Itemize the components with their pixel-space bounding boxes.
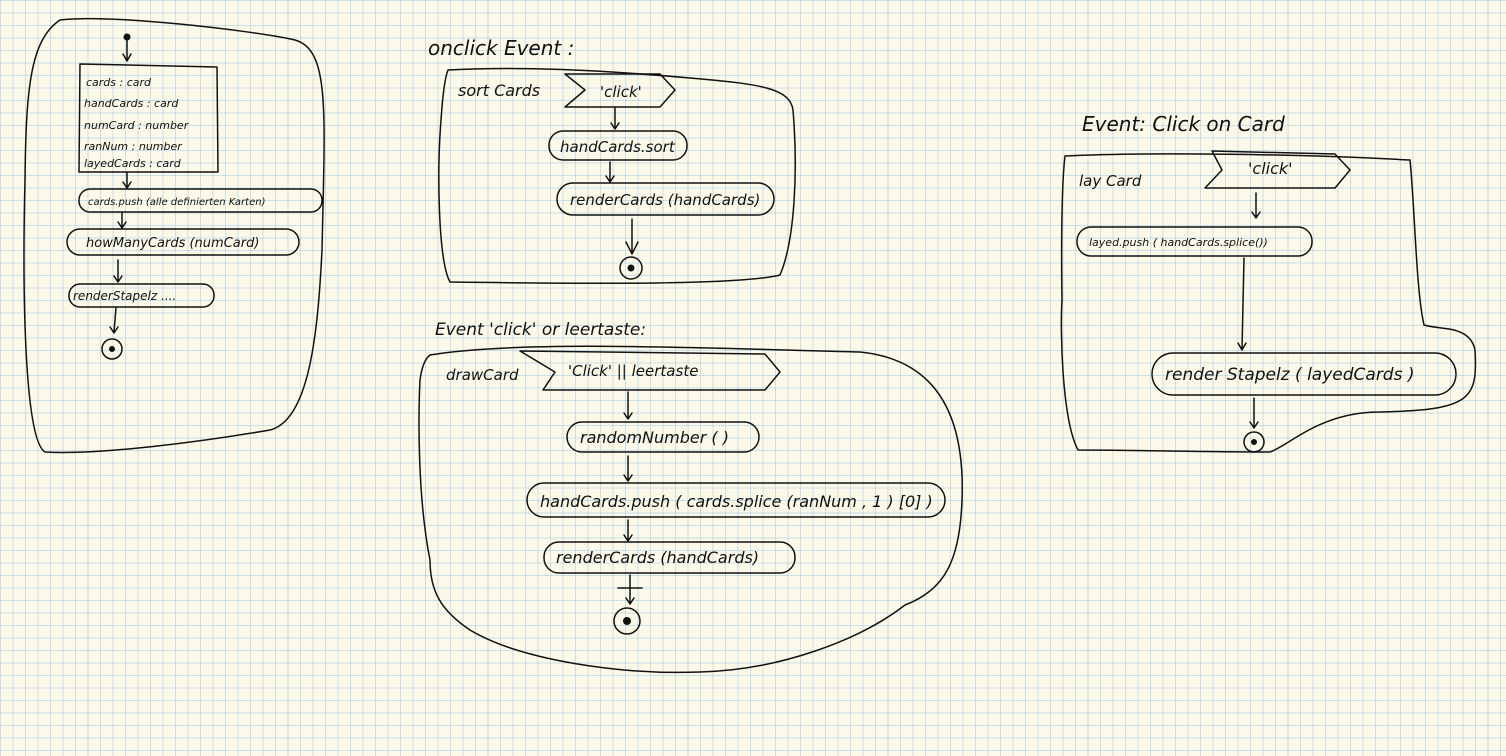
diagram-title: Event: Click on Card	[1082, 112, 1285, 136]
diagram-title: Event 'click' or leertaste:	[435, 320, 646, 340]
arrow	[623, 455, 633, 482]
var-line: handCards : card	[84, 97, 179, 110]
action-label: renderStapelz ....	[73, 289, 176, 303]
start-node	[123, 33, 131, 41]
arrow	[1237, 257, 1247, 351]
action-label: renderCards (handCards)	[556, 548, 759, 567]
diagram-draw: Event 'click' or leertaste: drawCard 'Cl…	[418, 320, 963, 674]
diagram-title: onclick Event :	[428, 36, 574, 60]
end-node-dot	[627, 264, 635, 272]
var-line: numCard : number	[84, 119, 190, 132]
action-node	[1151, 352, 1457, 396]
end-node	[101, 338, 123, 360]
arrow	[113, 259, 123, 283]
action-node	[543, 541, 796, 574]
arrow	[117, 212, 127, 229]
diagram-sort-frame	[438, 67, 796, 285]
action-label: handCards.push ( cards.splice (ranNum , …	[540, 492, 933, 511]
action-label: layed.push ( handCards.splice())	[1089, 236, 1268, 249]
activity-name: drawCard	[446, 366, 519, 384]
var-line: ranNum : number	[84, 140, 183, 153]
action-label: render Stapelz ( layedCards )	[1165, 365, 1415, 385]
activity-name: sort Cards	[458, 81, 540, 100]
end-node-dot	[623, 617, 631, 625]
diagram-lay-frame	[1060, 153, 1477, 453]
diagram-draw-frame	[418, 345, 963, 674]
arrow	[122, 172, 132, 189]
diagram-init-frame	[23, 17, 325, 454]
arrow	[109, 307, 119, 334]
end-node	[613, 607, 641, 635]
end-node-dot	[1251, 439, 1257, 445]
action-node	[1076, 226, 1313, 257]
signal-label: 'click'	[600, 83, 642, 101]
var-line: cards : card	[86, 76, 152, 89]
end-node-dot	[109, 346, 115, 352]
arrow	[605, 161, 615, 183]
action-label: renderCards (handCards)	[570, 191, 760, 209]
action-label: cards.push (alle definierten Karten)	[88, 197, 266, 208]
var-line: layedCards : card	[84, 157, 182, 170]
action-node	[66, 228, 300, 256]
end-node	[1243, 431, 1265, 453]
signal-shape	[519, 350, 781, 391]
action-node	[566, 421, 760, 453]
action-node	[68, 283, 215, 308]
signal-label: 'click'	[1248, 159, 1293, 178]
action-node	[556, 182, 775, 216]
arrow	[1249, 397, 1259, 429]
action-node	[78, 188, 323, 213]
arrow	[623, 391, 633, 420]
arrow	[122, 39, 132, 62]
diagram-sort: onclick Event : sort Cards 'click' handC…	[428, 36, 796, 285]
arrow	[617, 574, 643, 605]
action-label: howManyCards (numCard)	[86, 236, 259, 251]
action-node	[548, 130, 688, 161]
arrow	[610, 107, 620, 130]
action-label: randomNumber ( )	[580, 428, 729, 447]
signal-shape	[564, 73, 676, 108]
arrow	[623, 519, 633, 542]
action-label: handCards.sort	[560, 138, 676, 156]
signal-shape	[1204, 150, 1351, 189]
action-node	[526, 482, 946, 518]
diagram-lay: Event: Click on Card lay Card 'click' la…	[1060, 112, 1477, 453]
diagram-init: cards : card handCards : card numCard : …	[23, 17, 325, 454]
signal-label: 'Click' || leertaste	[568, 362, 698, 380]
arrow	[625, 218, 639, 255]
variables-box	[78, 63, 219, 173]
arrow	[1251, 192, 1261, 219]
end-node	[619, 256, 643, 280]
activity-name: lay Card	[1079, 172, 1142, 190]
